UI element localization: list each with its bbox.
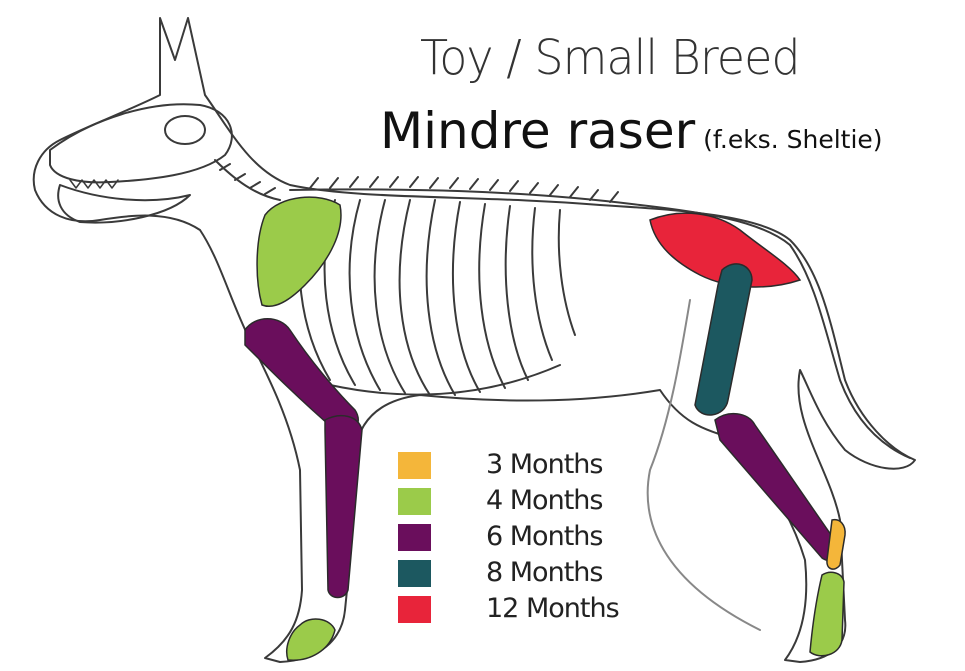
- legend-item: 4 Months: [398, 483, 658, 519]
- legend-item: 8 Months: [398, 555, 658, 591]
- tibia-bone: [715, 414, 839, 561]
- legend-label: 8 Months: [486, 557, 602, 588]
- scapula-bone: [257, 197, 341, 306]
- forearm-bone: [325, 416, 362, 598]
- legend-swatch: [398, 488, 431, 515]
- legend-label: 4 Months: [486, 485, 602, 516]
- legend-swatch: [398, 524, 431, 551]
- legend-item: 3 Months: [398, 447, 658, 483]
- title-norwegian-main: Mindre raser: [380, 102, 695, 160]
- tail-vertebrae: [790, 245, 910, 458]
- title-norwegian: Mindre raser (f.eks. Sheltie): [380, 102, 883, 160]
- title-english: Toy / Small Breed: [420, 29, 800, 86]
- legend: 3 Months 4 Months 6 Months 8 Months 12 M…: [398, 447, 658, 627]
- femur-bone: [695, 264, 752, 415]
- legend-label: 6 Months: [486, 521, 602, 552]
- skull: [50, 104, 232, 182]
- rear-paw-bone: [810, 572, 844, 655]
- legend-label: 12 Months: [486, 593, 619, 624]
- legend-swatch: [398, 560, 431, 587]
- legend-item: 6 Months: [398, 519, 658, 555]
- rib-cage: [300, 200, 575, 395]
- legend-swatch: [398, 596, 431, 623]
- legend-item: 12 Months: [398, 591, 658, 627]
- neck-vertebrae: [215, 160, 280, 200]
- legend-swatch: [398, 452, 431, 479]
- title-norwegian-sub: (f.eks. Sheltie): [703, 125, 882, 154]
- legend-label: 3 Months: [486, 449, 602, 480]
